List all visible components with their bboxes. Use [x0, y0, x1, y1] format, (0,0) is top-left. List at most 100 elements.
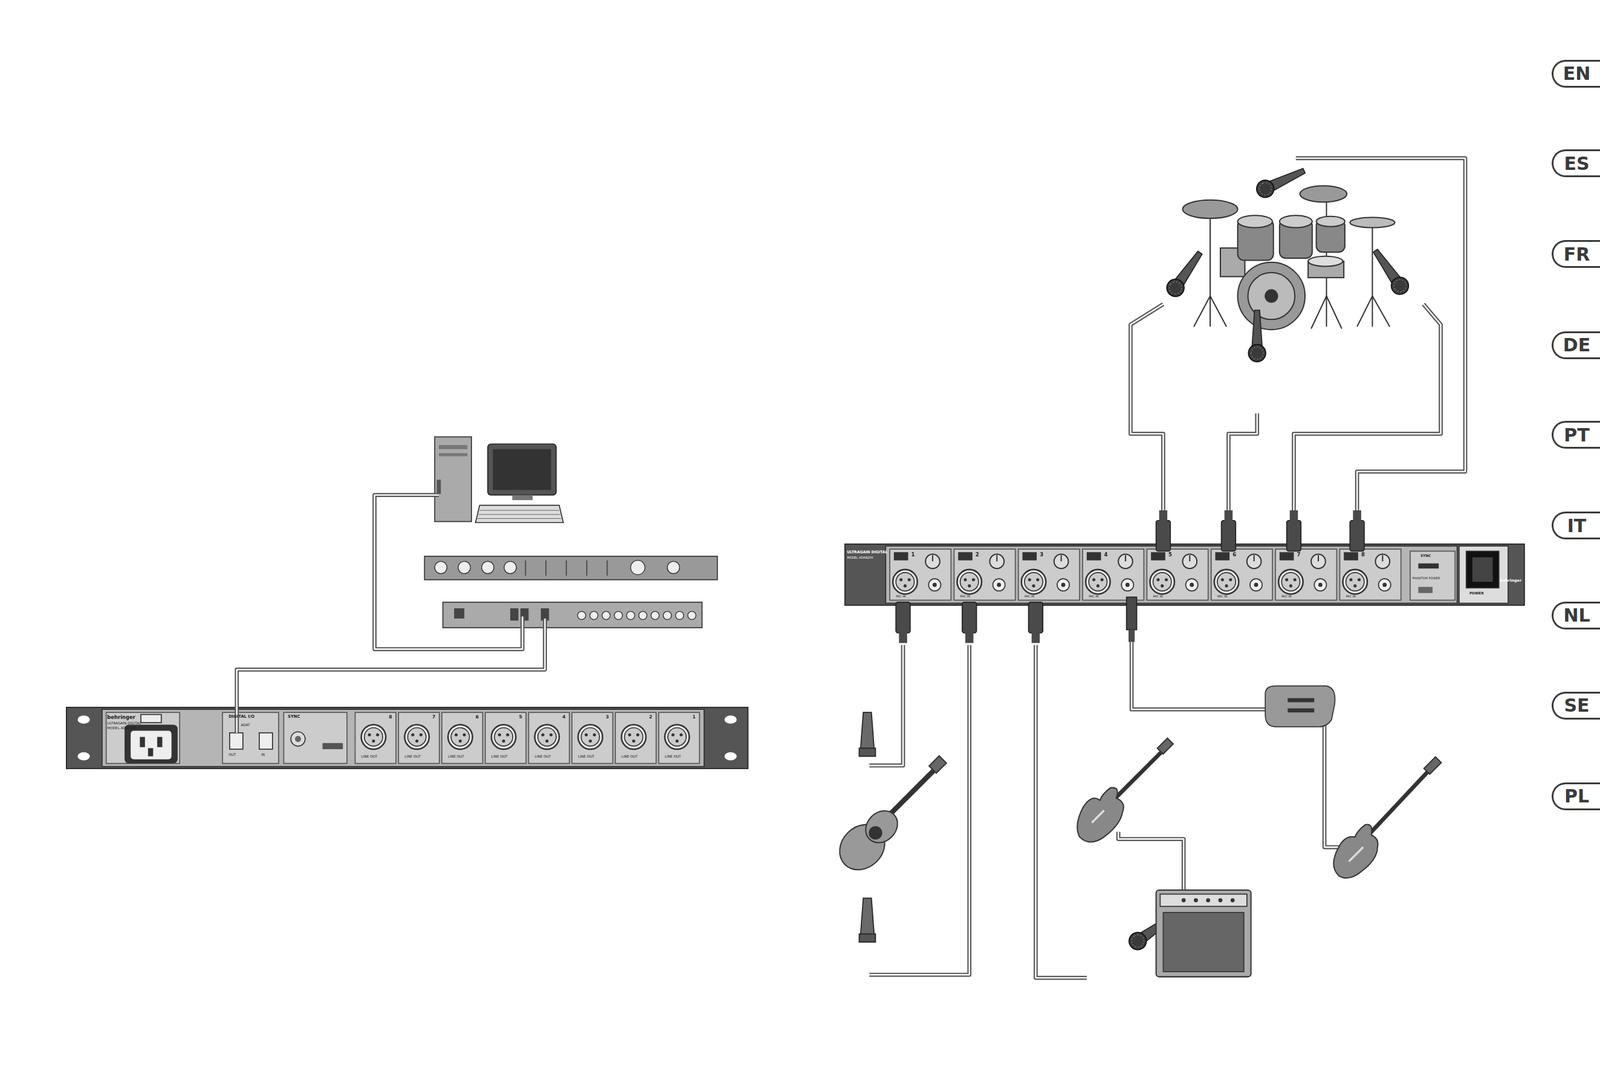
- language-tab: SE: [1551, 691, 1600, 720]
- drawing-part: [106, 712, 181, 763]
- drawing-part: [724, 751, 737, 761]
- drawing-part: [374, 495, 523, 650]
- drawing-part: [1028, 602, 1044, 644]
- drawing-part: [148, 747, 153, 757]
- drawing-part: [434, 560, 447, 574]
- drawing-part: [1077, 787, 1124, 843]
- panel-label: MIC IN: [895, 594, 906, 598]
- drawing-part: [1339, 548, 1401, 600]
- drawing-part: [525, 560, 607, 576]
- drawing-part: [1418, 586, 1433, 593]
- drawing-part: [1343, 551, 1359, 561]
- panel-label: LINE OUT: [491, 754, 508, 759]
- panel-label: 2: [975, 551, 980, 557]
- panel-label: MIC IN: [1346, 594, 1356, 598]
- drawing-part: [1333, 756, 1442, 878]
- drawing-part: [236, 618, 546, 733]
- drawing-part: [1159, 893, 1247, 907]
- language-tab: PT: [1551, 420, 1600, 449]
- drawing-part: [1375, 554, 1391, 569]
- drawing-part: [130, 730, 172, 760]
- panel-label: LINE OUT: [361, 754, 378, 759]
- drawing-part: [1185, 578, 1199, 591]
- drawing-part: [724, 715, 737, 724]
- drawing-part: [1130, 304, 1163, 511]
- drawing-part: [1218, 897, 1223, 902]
- drawing-part: [1210, 296, 1227, 328]
- drawing-part: [1228, 413, 1257, 511]
- drawing-part: [929, 755, 947, 774]
- drawing-part: [658, 712, 700, 763]
- drawing-part: [1193, 296, 1211, 328]
- language-tab: FR: [1551, 239, 1600, 268]
- drawing-part: [577, 611, 587, 620]
- drawing-part: [630, 560, 645, 575]
- drawing-part: [437, 479, 442, 494]
- tab-text: EN: [1563, 62, 1591, 85]
- drawing-part: [477, 518, 561, 519]
- drawing-part: [1086, 551, 1102, 561]
- drawing-part: [1131, 641, 1266, 710]
- drawing-part: [1118, 554, 1133, 569]
- drawing-part: [586, 560, 588, 576]
- panel-label: ULTRAGAIN DIGITAL: [846, 550, 888, 554]
- drawing-part: [236, 618, 546, 733]
- panel-label: LINE OUT: [621, 754, 638, 759]
- drawing-part: [1286, 510, 1302, 552]
- panel-label: 4: [1104, 551, 1108, 557]
- panel-label: 6: [1232, 551, 1237, 557]
- drawing-part: [869, 644, 969, 975]
- drawing-part: [434, 560, 680, 575]
- drawing-part: [290, 731, 306, 746]
- drawing-part: [434, 436, 472, 522]
- drawing-part: [222, 712, 279, 763]
- drawing-part: [928, 578, 941, 591]
- drawing-part: [355, 712, 397, 763]
- drawing-part: [993, 578, 1006, 591]
- drawing-part: [1189, 582, 1194, 587]
- drawing-part: [1324, 720, 1345, 847]
- drawing-part: [77, 715, 90, 724]
- drawing-part: [589, 611, 599, 620]
- panel-label: behringer: [106, 714, 136, 720]
- tab-text: PL: [1564, 785, 1590, 807]
- drawing-part: [1382, 582, 1387, 587]
- drawing-part: [511, 495, 533, 500]
- drawing-part: [1295, 158, 1466, 511]
- drawing-part: [1287, 698, 1315, 713]
- drawing-part: [1125, 582, 1130, 587]
- drawing-part: [1287, 698, 1315, 703]
- drawing-part: [1215, 551, 1231, 561]
- drawing-part: [1121, 578, 1134, 591]
- drawing-part: [1150, 551, 1166, 561]
- drawing-part: [1182, 185, 1395, 330]
- drawing-part: [869, 644, 969, 975]
- tab-text: SE: [1563, 694, 1590, 716]
- drawing-part: [1293, 304, 1441, 511]
- drawing-part: [1214, 569, 1240, 595]
- tab-text: IT: [1567, 514, 1587, 537]
- panel-label: behringer: [1500, 578, 1523, 583]
- drawing-part: [361, 724, 387, 749]
- drawing-part: [885, 545, 1457, 604]
- drawing-part: [651, 611, 660, 620]
- drawing-part: [1022, 551, 1037, 561]
- drawing-part: [1279, 215, 1313, 228]
- drawing-part: [322, 742, 344, 749]
- drawing-part: [1418, 563, 1439, 569]
- panel-label: SYNC: [1420, 554, 1431, 558]
- panel-label: 6: [475, 714, 479, 720]
- drawing-part: [1459, 545, 1509, 604]
- drawing-part: [1163, 247, 1208, 300]
- drawing-part: [438, 452, 468, 456]
- drawing-part: [1162, 912, 1244, 972]
- drawing-part: [962, 602, 977, 644]
- panel-label: MIC IN: [1088, 594, 1099, 598]
- drawing-part: [1146, 548, 1208, 600]
- language-tab: PL: [1551, 782, 1600, 810]
- drawing-part: [1209, 209, 1211, 327]
- drawing-part: [1118, 831, 1184, 899]
- panel-label: LINE OUT: [577, 754, 595, 759]
- drawing-part: [859, 803, 905, 849]
- drawing-part: [830, 755, 947, 879]
